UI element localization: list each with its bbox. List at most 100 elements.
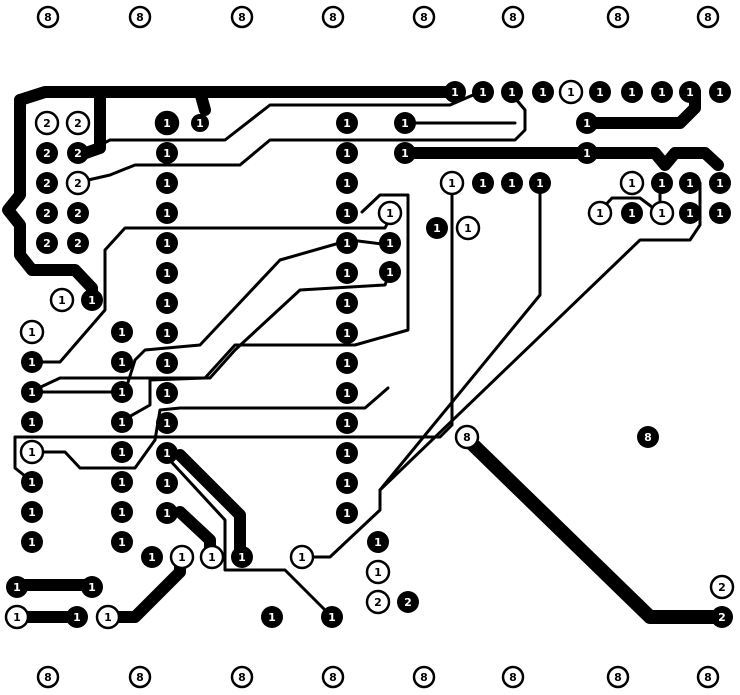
pad-ring [501,172,523,194]
pad: 1 [156,382,178,404]
pad-ring [679,81,701,103]
pad-label: 8 [136,671,144,684]
pad-label: 1 [208,551,216,564]
pad-ring [439,170,465,196]
pad: 8 [606,5,630,29]
pad-label: 2 [43,237,51,250]
pad-label: 1 [451,86,459,99]
pad-ring [397,591,419,613]
pad-ring [36,202,58,224]
pad: 1 [289,544,315,570]
pad-label: 1 [268,611,276,624]
pad-label: 8 [238,11,246,24]
pad-label: 1 [536,177,544,190]
pad-ring [532,81,554,103]
pad-ring [156,202,178,224]
pad-label: 2 [43,207,51,220]
pad-label: 8 [329,11,337,24]
pad-label: 1 [58,294,66,307]
pad-ring [111,381,133,403]
pad: 8 [321,5,345,29]
pad-ring [501,81,523,103]
pad: 1 [156,352,178,374]
copper-trace [2,94,98,306]
pad: 1 [95,604,121,630]
pad-ring [651,172,673,194]
pad-ring [36,142,58,164]
pad: 1 [709,81,731,103]
pad: 8 [128,665,152,689]
pad: 2 [65,110,91,136]
pad-label: 1 [686,86,694,99]
pad-ring [128,5,152,29]
pad-ring [472,172,494,194]
pad-label: 2 [718,611,726,624]
pad-label: 1 [386,266,394,279]
pad-label: 1 [658,86,666,99]
pad-label: 1 [28,326,36,339]
pad-label: 1 [104,611,112,624]
pad-ring [336,232,358,254]
pad-label: 2 [43,177,51,190]
pad: 1 [367,531,389,553]
pad-label: 1 [28,536,36,549]
pad: 1 [156,322,178,344]
pad-ring [66,606,88,628]
pad-label: 1 [163,417,171,430]
pad-ring [191,114,209,132]
pad-ring [19,439,45,465]
pad-label: 1 [118,416,126,429]
pad: 1 [21,351,43,373]
pad-ring [36,232,58,254]
pad: 8 [606,665,630,689]
pad-label: 1 [343,327,351,340]
pad-ring [199,544,225,570]
pad-ring [444,81,466,103]
pad: 1 [156,502,178,524]
pad: 1 [336,232,358,254]
pad-ring [365,589,391,615]
pad: 1 [81,289,103,311]
pad: 2 [67,142,89,164]
pad-ring [111,501,133,523]
pad: 8 [501,5,525,29]
pad: 8 [454,424,480,450]
pad-label: 8 [509,671,517,684]
pad-label: 1 [508,86,516,99]
pad-label: 1 [28,476,36,489]
pad-ring [111,351,133,373]
pad-ring [587,200,613,226]
pad-ring [606,665,630,689]
pad-label: 8 [136,11,144,24]
pad-ring [67,232,89,254]
pad-label: 1 [88,294,96,307]
pad: 8 [501,665,525,689]
pad-label: 8 [238,671,246,684]
pad-label: 1 [88,581,96,594]
pad-ring [21,501,43,523]
pad: 1 [336,292,358,314]
pad-label: 1 [118,326,126,339]
pad: 1 [6,576,28,598]
pad-label: 1 [433,222,441,235]
copper-trace [28,216,392,364]
pad: 1 [156,202,178,224]
pad: 1 [231,546,253,568]
pad: 8 [412,665,436,689]
pad-ring [156,352,178,374]
copper-trace [28,238,392,394]
pad-label: 1 [163,147,171,160]
pad-label: 1 [343,447,351,460]
pad-ring [321,5,345,29]
pad-label: 1 [716,207,724,220]
pad-label: 1 [163,117,171,130]
pad-ring [412,665,436,689]
copper-trace [399,147,724,171]
pad-label: 1 [401,147,409,160]
pad: 1 [679,202,701,224]
pad-ring [321,665,345,689]
pad-label: 1 [343,177,351,190]
pad-label: 1 [479,177,487,190]
copper-trace [94,86,211,116]
pad: 2 [709,574,735,600]
